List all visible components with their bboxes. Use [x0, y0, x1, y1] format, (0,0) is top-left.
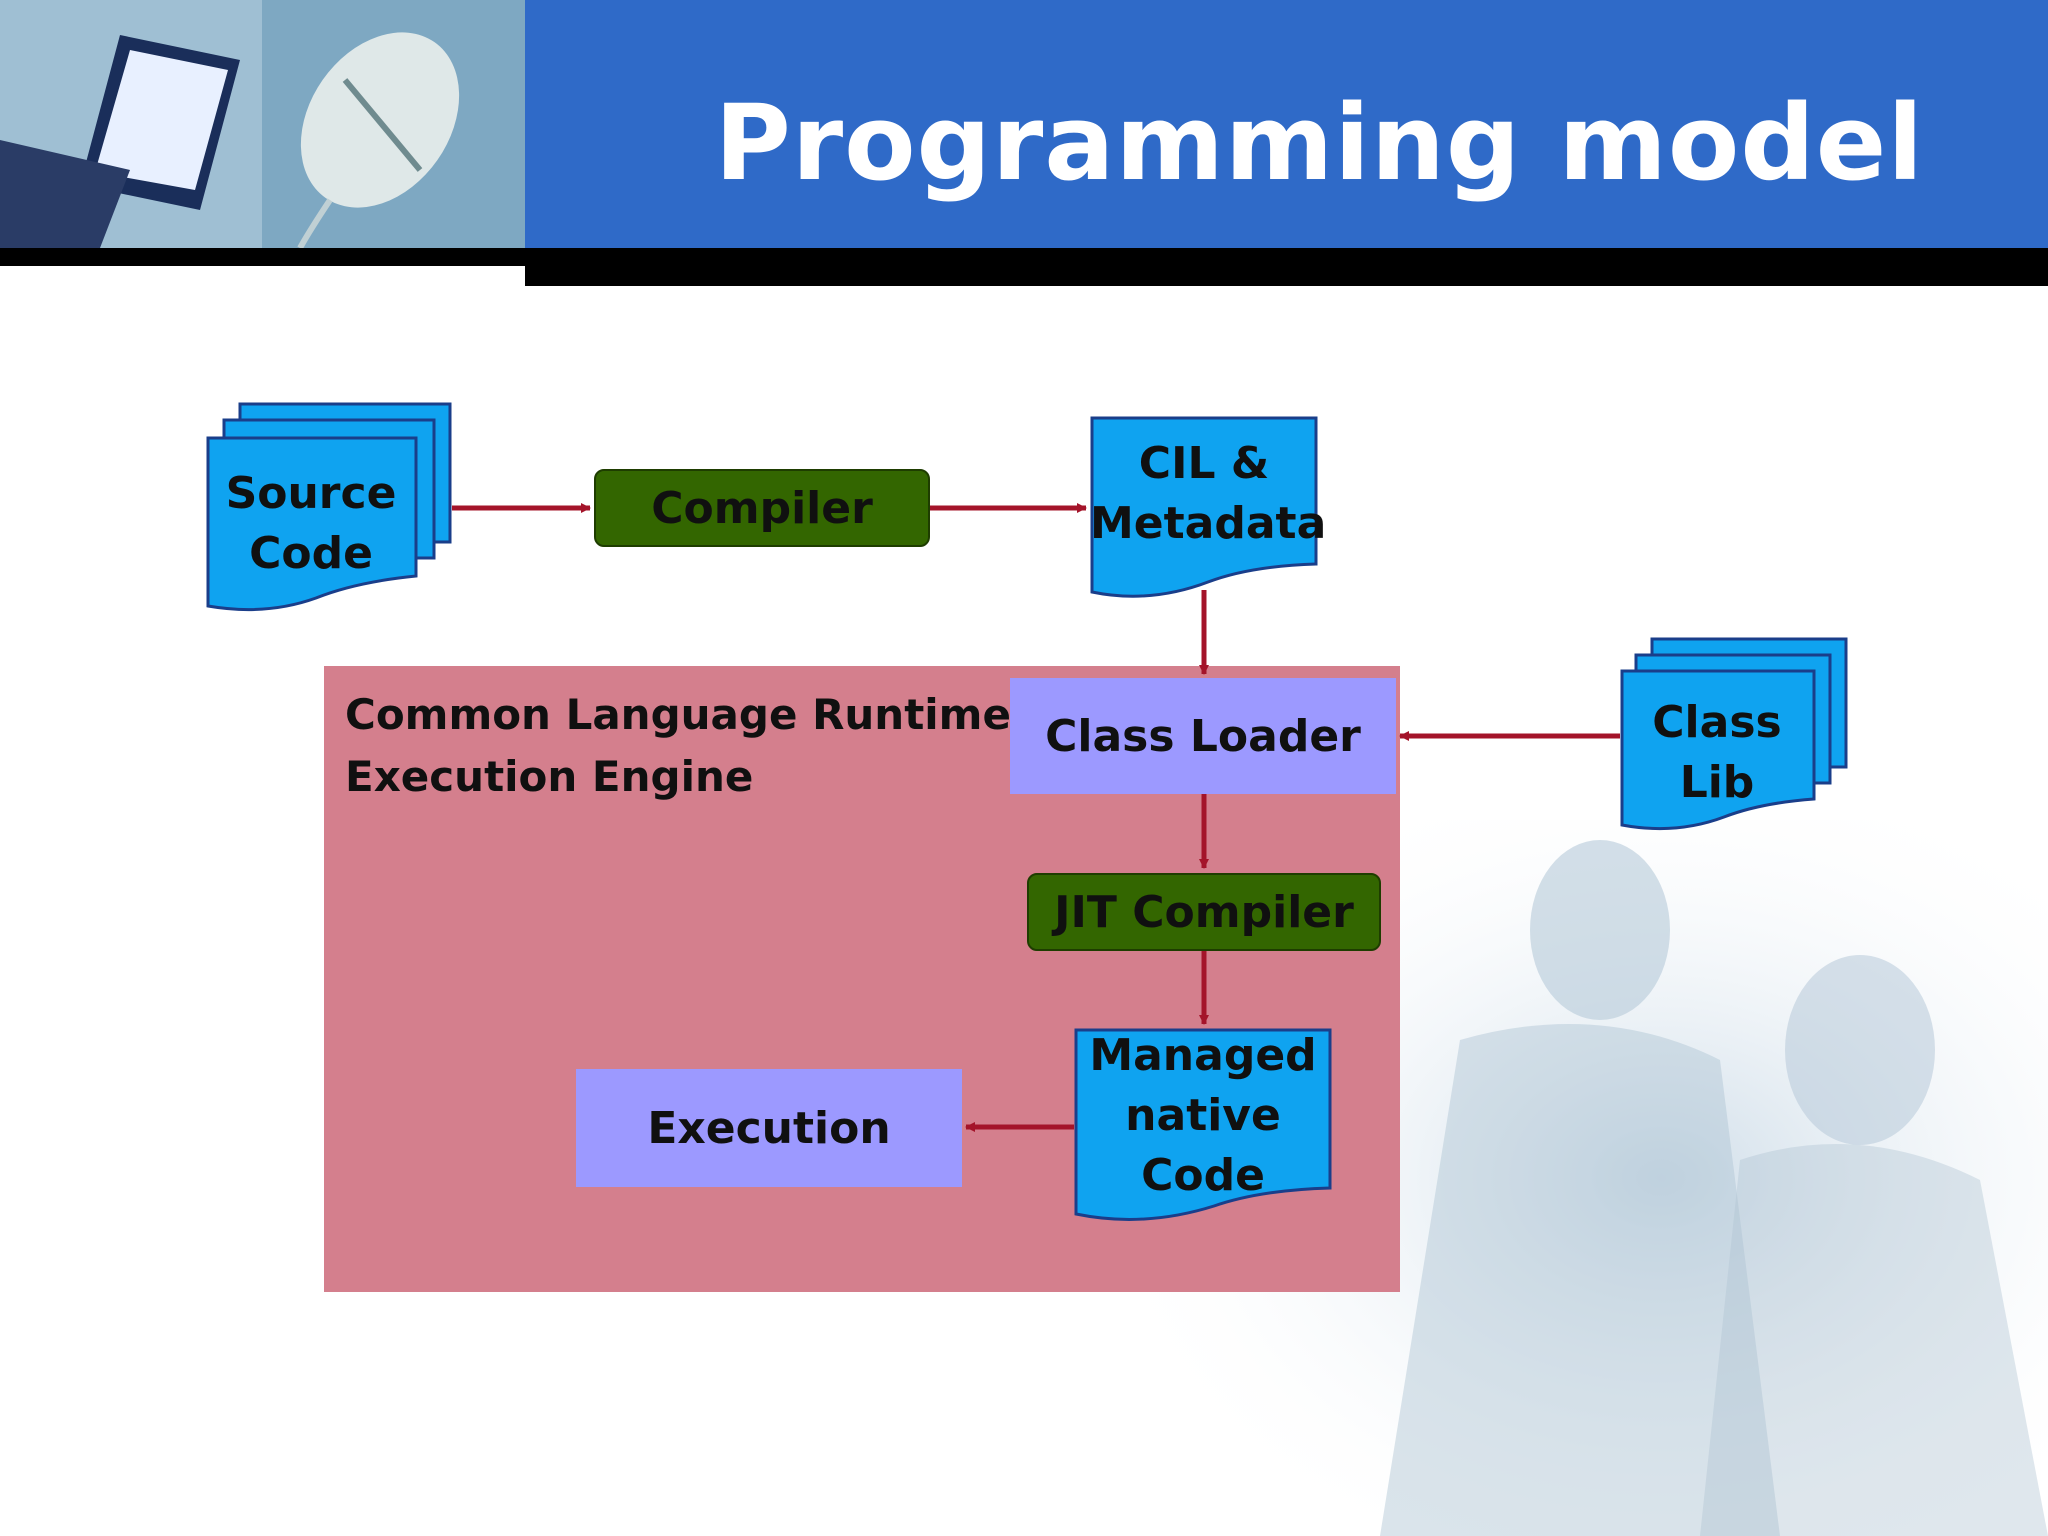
source-code-document: Source Code — [206, 402, 452, 614]
cil-metadata-line: CIL & — [1138, 438, 1270, 489]
laptop-mouse-icon — [0, 0, 525, 248]
managed-code-line: Code — [1141, 1150, 1265, 1201]
class-lib-line: Lib — [1679, 757, 1755, 808]
background-people-image — [1080, 820, 2048, 1536]
clr-label-line: Common Language Runtime — [345, 690, 1011, 739]
source-code-line: Source — [225, 468, 397, 519]
execution-box: Execution — [576, 1069, 962, 1187]
class-loader-box: Class Loader — [1010, 678, 1396, 794]
class-lib-line: Class — [1652, 697, 1782, 748]
managed-code-line: native — [1125, 1090, 1281, 1141]
multi-document-icon — [1620, 637, 1848, 831]
document-icon — [1090, 416, 1318, 598]
managed-code-line: Managed — [1089, 1030, 1317, 1081]
header-rule — [0, 248, 525, 266]
multi-document-icon — [206, 402, 452, 612]
managed-native-code-document: Managed native Code — [1074, 1028, 1332, 1226]
compiler-box: Compiler — [594, 469, 930, 547]
header-photo — [0, 0, 525, 248]
clr-label: Common Language Runtime Execution Engine — [345, 684, 1011, 808]
header-rule — [525, 248, 2048, 286]
page-title: Programming model — [714, 82, 1924, 204]
document-icon — [1074, 1028, 1332, 1221]
jit-compiler-box: JIT Compiler — [1027, 873, 1381, 951]
clr-label-line: Execution Engine — [345, 752, 754, 801]
header-band — [525, 0, 2048, 248]
cil-metadata-line: Metadata — [1090, 498, 1327, 549]
class-lib-document: Class Lib — [1620, 637, 1848, 835]
source-code-line: Code — [249, 528, 373, 579]
cil-metadata-document: CIL & Metadata — [1090, 416, 1327, 600]
